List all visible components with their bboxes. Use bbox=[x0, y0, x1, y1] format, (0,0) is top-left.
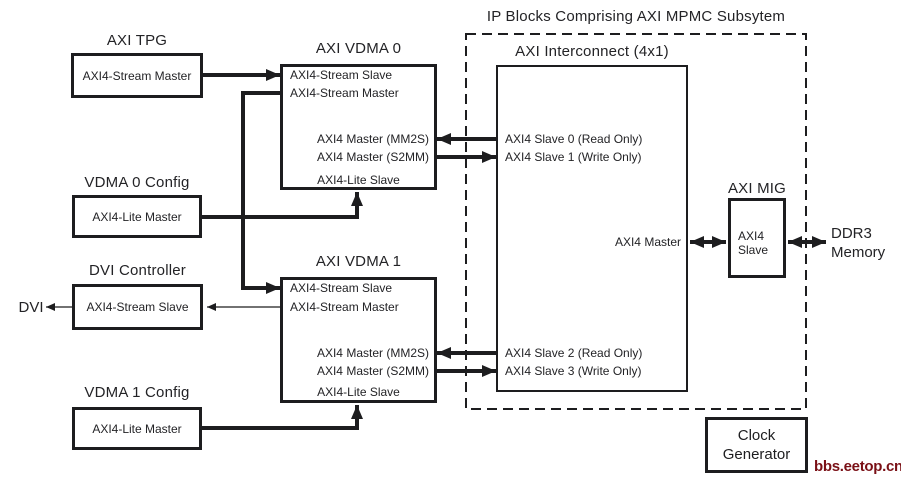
dvi-controller-block: AXI4-Stream Slave bbox=[72, 284, 203, 330]
interconnect-master-port: AXI4 Master bbox=[614, 235, 681, 249]
vdma1-config-title: VDMA 1 Config bbox=[84, 384, 190, 401]
interconnect-slave0-port: AXI4 Slave 0 (Read Only) bbox=[505, 132, 643, 146]
vdma1-master-mm2s-port: AXI4 Master (MM2S) bbox=[316, 346, 429, 360]
vdma0-stream-slave-port: AXI4-Stream Slave bbox=[290, 68, 393, 82]
arrow-config0-to-vdma0 bbox=[202, 192, 363, 219]
axi-vdma1-block: AXI4-Stream Slave AXI4-Stream Master AXI… bbox=[280, 277, 437, 403]
dvi-label: DVI bbox=[18, 299, 44, 316]
interconnect-slave1-port: AXI4 Slave 1 (Write Only) bbox=[505, 150, 642, 164]
clock-generator-block: Clock Generator bbox=[705, 417, 808, 473]
vdma0-config-block: AXI4-Lite Master bbox=[72, 195, 202, 238]
axi-mig-port: AXI4 Slave bbox=[738, 229, 769, 257]
diagram-title: IP Blocks Comprising AXI MPMC Subsytem bbox=[486, 8, 786, 25]
axi-vdma1-title: AXI VDMA 1 bbox=[315, 253, 402, 270]
interconnect-slave2-port: AXI4 Slave 2 (Read Only) bbox=[505, 346, 643, 360]
vdma0-master-s2mm-port: AXI4 Master (S2MM) bbox=[316, 150, 429, 164]
axi-mig-block: AXI4 Slave bbox=[728, 198, 786, 278]
arrow-config1-to-vdma1 bbox=[202, 405, 363, 430]
axi-mig-title: AXI MIG bbox=[727, 180, 787, 197]
dvi-controller-port: AXI4-Stream Slave bbox=[86, 300, 189, 314]
vdma0-config-title: VDMA 0 Config bbox=[84, 174, 190, 191]
clock-generator-label: Clock Generator bbox=[722, 427, 791, 463]
axi-interconnect-title: AXI Interconnect (4x1) bbox=[515, 43, 669, 60]
axi-tpg-block: AXI4-Stream Master bbox=[71, 53, 203, 98]
vdma1-config-port: AXI4-Lite Master bbox=[92, 421, 182, 436]
ddr3-memory-label: DDR3 Memory bbox=[831, 225, 886, 261]
vdma1-stream-master-port: AXI4-Stream Master bbox=[290, 300, 399, 314]
vdma1-master-s2mm-port: AXI4 Master (S2MM) bbox=[316, 364, 429, 378]
vdma1-config-block: AXI4-Lite Master bbox=[72, 407, 202, 450]
axi-interconnect-block: AXI4 Slave 0 (Read Only) AXI4 Slave 1 (W… bbox=[496, 65, 688, 392]
axi-tpg-title: AXI TPG bbox=[106, 32, 168, 49]
axi-vdma0-title: AXI VDMA 0 bbox=[315, 40, 402, 57]
dvi-controller-title: DVI Controller bbox=[89, 262, 186, 279]
vdma1-lite-slave-port: AXI4-Lite Slave bbox=[317, 385, 400, 399]
subsystem-dashed-border bbox=[465, 33, 807, 410]
axi-vdma0-block: AXI4-Stream Slave AXI4-Stream Master AXI… bbox=[280, 64, 437, 190]
vdma0-stream-master-port: AXI4-Stream Master bbox=[290, 86, 399, 100]
vdma0-master-mm2s-port: AXI4 Master (MM2S) bbox=[316, 132, 429, 146]
watermark-text: bbs.eetop.cn bbox=[814, 458, 901, 475]
arrow-vdma0-to-vdma1 bbox=[241, 91, 280, 294]
interconnect-slave3-port: AXI4 Slave 3 (Write Only) bbox=[505, 364, 642, 378]
vdma1-stream-slave-port: AXI4-Stream Slave bbox=[290, 281, 393, 295]
axi-tpg-port: AXI4-Stream Master bbox=[82, 68, 192, 83]
vdma0-config-port: AXI4-Lite Master bbox=[92, 209, 182, 224]
vdma0-lite-slave-port: AXI4-Lite Slave bbox=[317, 173, 400, 187]
